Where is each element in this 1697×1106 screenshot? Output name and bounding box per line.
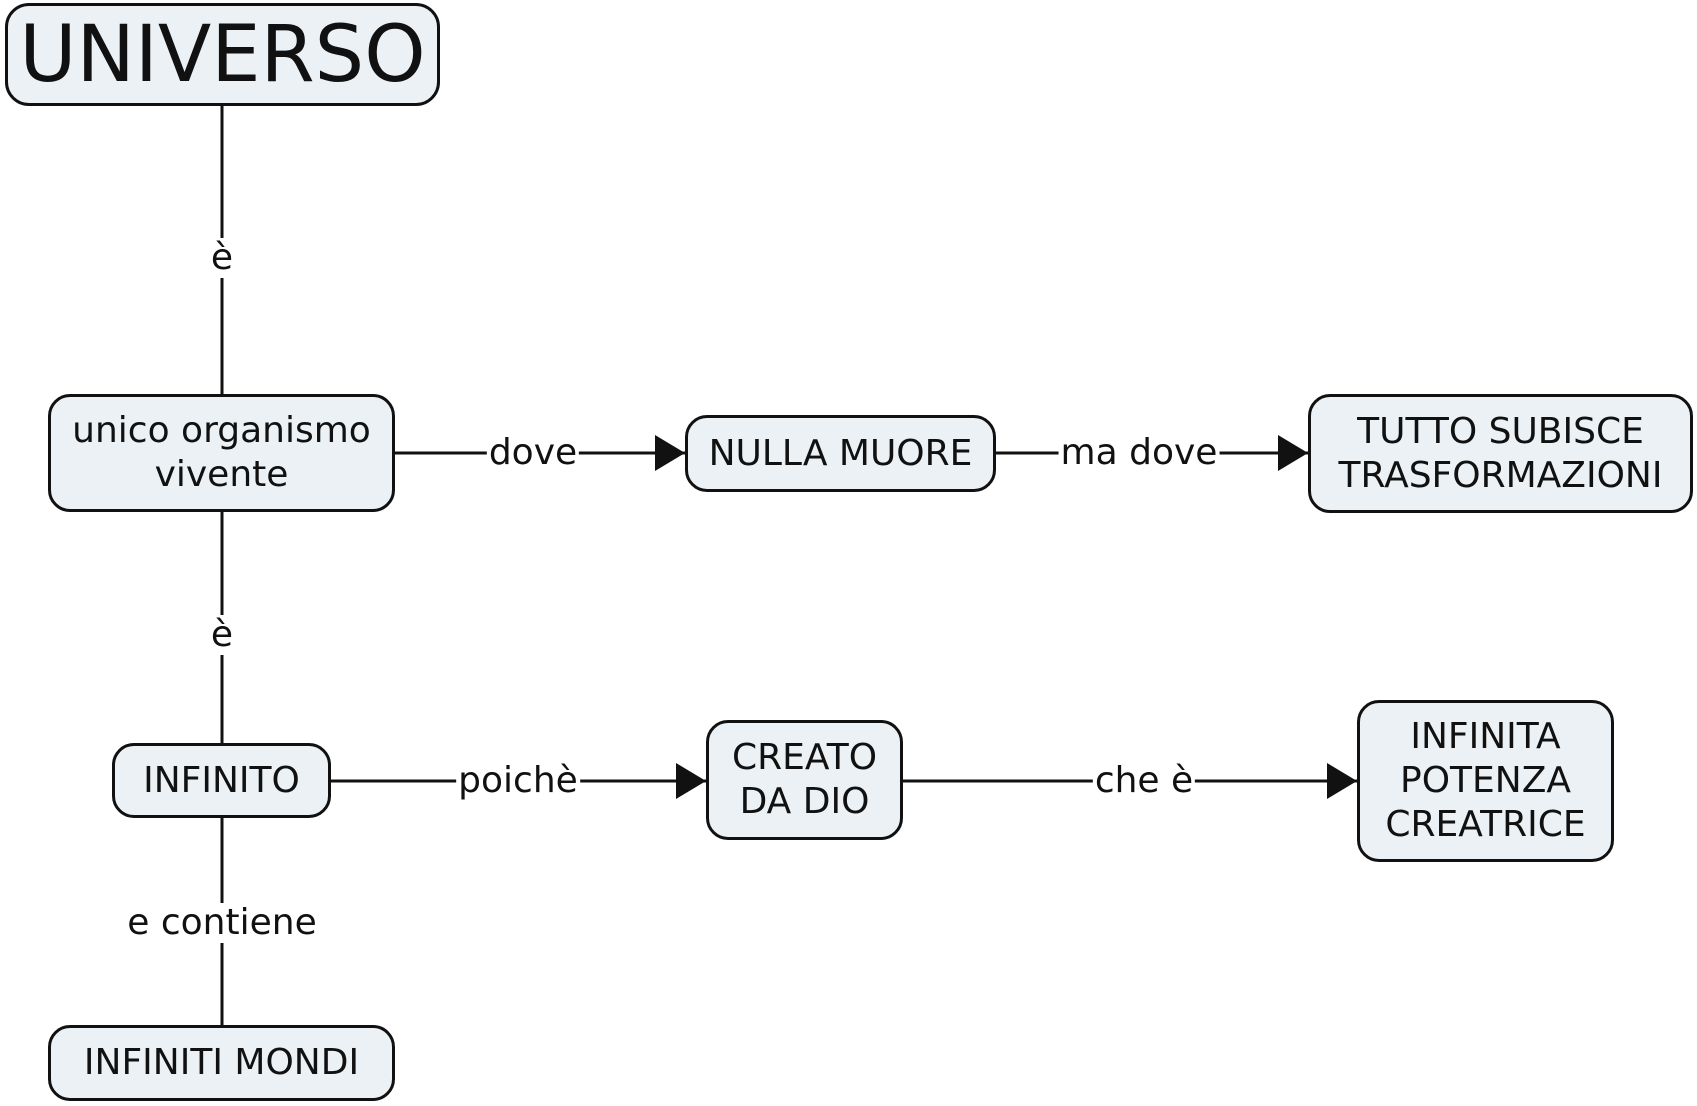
concept-universo[interactable]: UNIVERSO xyxy=(5,3,440,106)
concept-unico-organismo-vivente[interactable]: unico organismo vivente xyxy=(48,394,395,512)
link-label-dove: dove xyxy=(486,432,580,473)
concept-tutto-subisce-trasformazioni[interactable]: TUTTO SUBISCE TRASFORMAZIONI xyxy=(1308,394,1693,513)
link-label-che-e: che è xyxy=(1092,760,1196,801)
concept-infinito[interactable]: INFINITO xyxy=(112,743,331,818)
link-label-ma-dove: ma dove xyxy=(1058,432,1220,473)
link-label-e-2: è xyxy=(208,614,236,655)
link-label-poiche: poichè xyxy=(456,760,580,801)
link-label-e-contiene: e contiene xyxy=(125,902,319,943)
concept-infinita-potenza-creatrice[interactable]: INFINITA POTENZA CREATRICE xyxy=(1357,700,1614,862)
concept-infiniti-mondi[interactable]: INFINITI MONDI xyxy=(48,1025,395,1101)
concept-creato-da-dio[interactable]: CREATO DA DIO xyxy=(706,720,903,840)
concept-nulla-muore[interactable]: NULLA MUORE xyxy=(685,415,996,492)
link-label-e-1: è xyxy=(208,237,236,278)
